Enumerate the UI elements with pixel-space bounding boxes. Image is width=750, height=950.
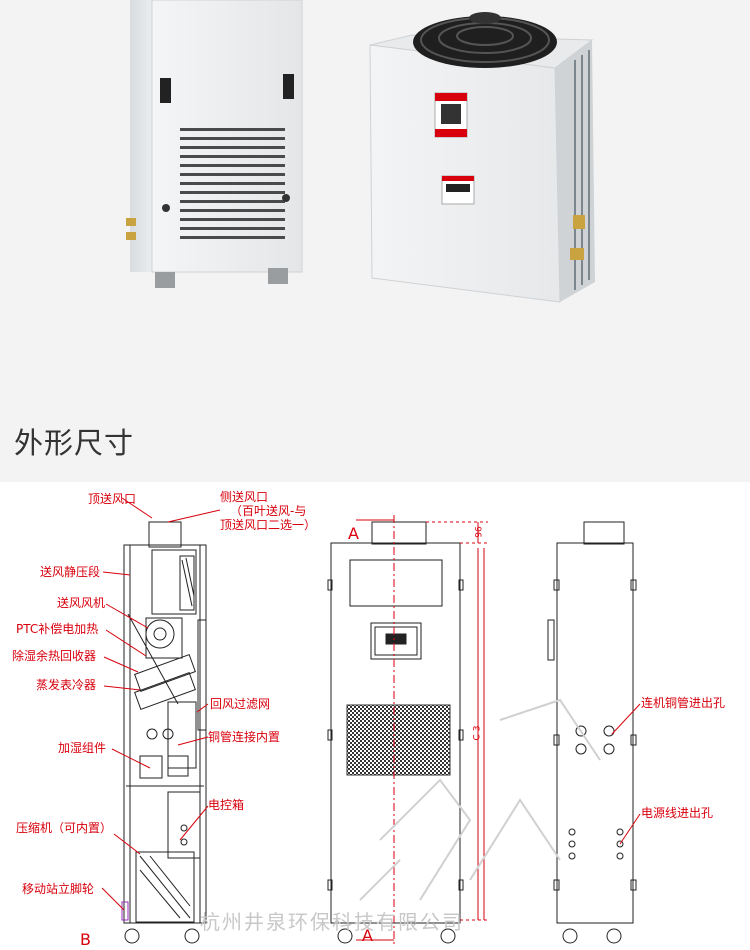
product-photo [126, 0, 595, 303]
label-static-pressure: 送风静压段 [40, 565, 101, 579]
dimension-c3: C 3 [472, 725, 483, 741]
label-compressor: 压缩机（可内置） [16, 821, 113, 835]
label-power-inlet-hole: 电源线进出孔 [641, 806, 714, 820]
label-return-filter: 回风过滤网 [210, 697, 271, 711]
label-pipe-inlet-hole: 连机铜管进出孔 [641, 696, 726, 710]
label-ptc-heater: PTC补偿电加热 [16, 622, 99, 636]
indoor-unit-photo [126, 0, 303, 288]
label-side-outlet-3: 顶送风口二选一） [220, 518, 317, 532]
label-supply-fan: 送风风机 [57, 596, 106, 610]
section-title: 外形尺寸 [14, 426, 135, 460]
company-watermark: 杭州井泉环保科技有限公司 [200, 910, 464, 934]
label-control-box: 电控箱 [208, 798, 245, 812]
label-caster: 移动站立脚轮 [22, 882, 95, 896]
label-humidifier: 加湿组件 [58, 741, 107, 755]
label-top-outlet: 顶送风口 [88, 492, 137, 506]
section-marker-b: B [80, 930, 91, 949]
dimension-96: 96 [474, 526, 485, 538]
label-evaporator: 蒸发表冷器 [36, 678, 97, 692]
label-side-outlet-2: （百叶送风-与 [230, 504, 307, 518]
section-marker-a-bottom: A [362, 926, 373, 945]
product-photo-area [0, 0, 750, 482]
label-copper-pipe: 铜管连接内置 [208, 730, 281, 744]
section-marker-a-top: A [348, 524, 359, 543]
label-side-outlet-1: 侧送风口 [220, 490, 269, 504]
label-heat-recovery: 除湿余热回收器 [12, 649, 97, 663]
outdoor-unit-photo [369, 12, 595, 303]
dimension-drawing-area [0, 482, 750, 950]
